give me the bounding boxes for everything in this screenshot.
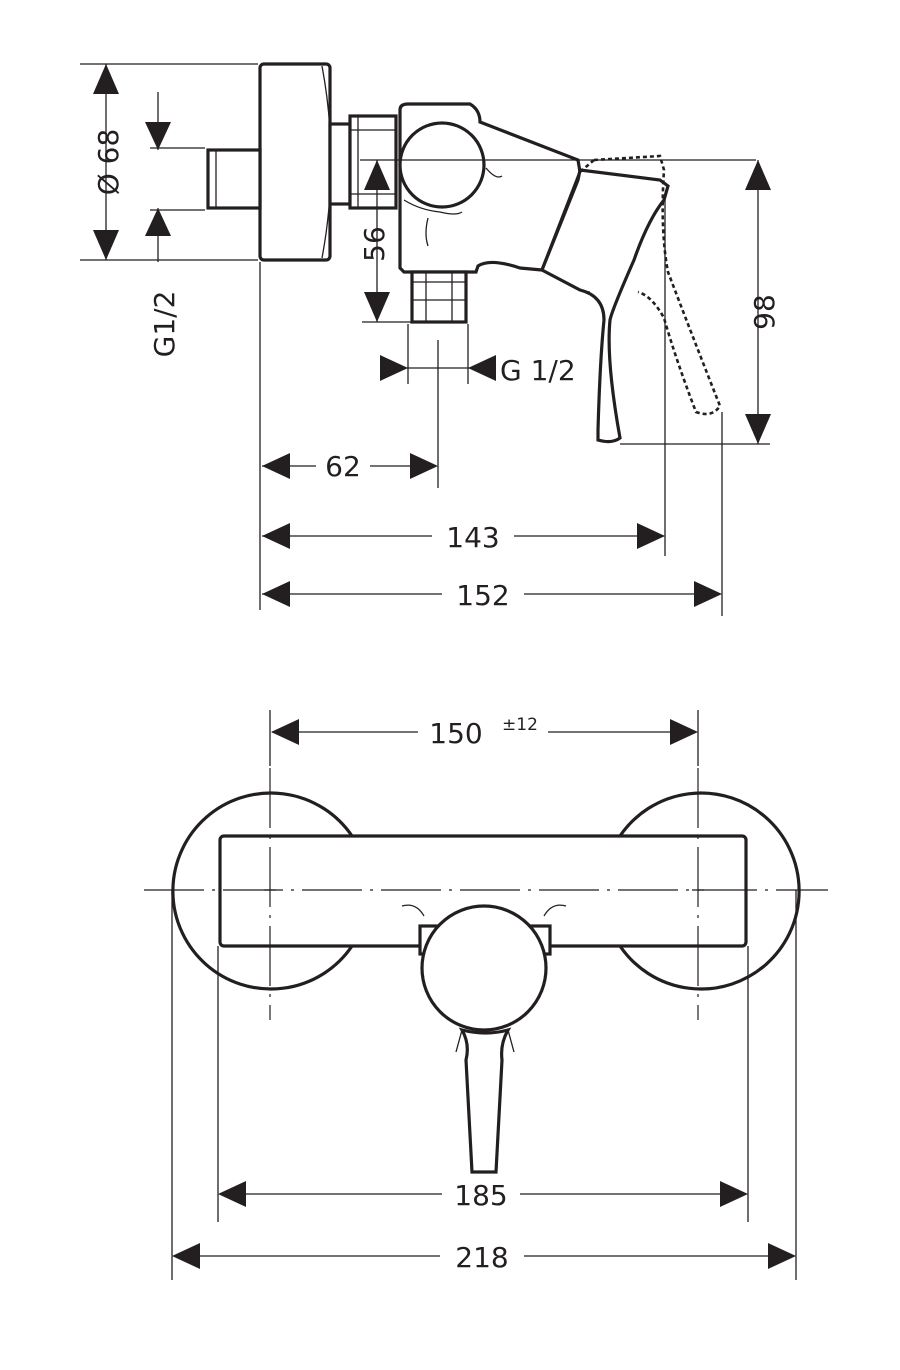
dim-56-label: 56 — [358, 226, 391, 262]
dim-218-label: 218 — [455, 1241, 508, 1274]
front-view: 150 ±12 185 218 — [144, 710, 828, 1280]
dim-143: 143 — [262, 521, 665, 554]
dim-diameter-label: Ø 68 — [92, 129, 125, 196]
dim-150-tolerance: ±12 — [502, 715, 538, 735]
dim-150: 150 ±12 — [271, 715, 698, 750]
lever-alt-position — [579, 154, 722, 416]
dim-thread-outlet-label: G 1/2 — [500, 354, 576, 387]
dim-thread-left-label: G1/2 — [148, 291, 181, 358]
dim-diameter-68: Ø 68 — [80, 63, 258, 261]
dim-98: 98 — [620, 160, 781, 445]
front-lever — [455, 1027, 515, 1174]
wall-rosette — [258, 62, 332, 262]
outlet-connector — [410, 270, 468, 324]
dim-thread-outlet: G 1/2 — [380, 324, 576, 488]
dim-152-label: 152 — [456, 579, 509, 612]
dim-143-label: 143 — [446, 521, 499, 554]
handle-disk — [418, 904, 552, 1032]
rear-connector — [206, 148, 262, 210]
dim-150-label: 150 — [429, 717, 482, 750]
dim-62-label: 62 — [325, 450, 361, 483]
lever-handle — [539, 168, 670, 444]
rosette-right — [618, 791, 801, 991]
dim-218: 218 — [172, 1241, 796, 1274]
dim-152: 152 — [262, 579, 722, 612]
rosette-left — [171, 791, 354, 991]
connection-nut — [328, 114, 398, 210]
mixer-body — [398, 102, 582, 274]
dim-62: 62 — [262, 450, 438, 483]
dim-98-label: 98 — [748, 294, 781, 330]
dim-thread-left: G1/2 — [145, 92, 181, 357]
dim-185-label: 185 — [454, 1179, 507, 1212]
dim-56: 56 — [358, 159, 756, 323]
dim-185: 185 — [218, 1179, 748, 1212]
side-view: Ø 68 G1/2 56 G 1/2 — [80, 62, 781, 616]
